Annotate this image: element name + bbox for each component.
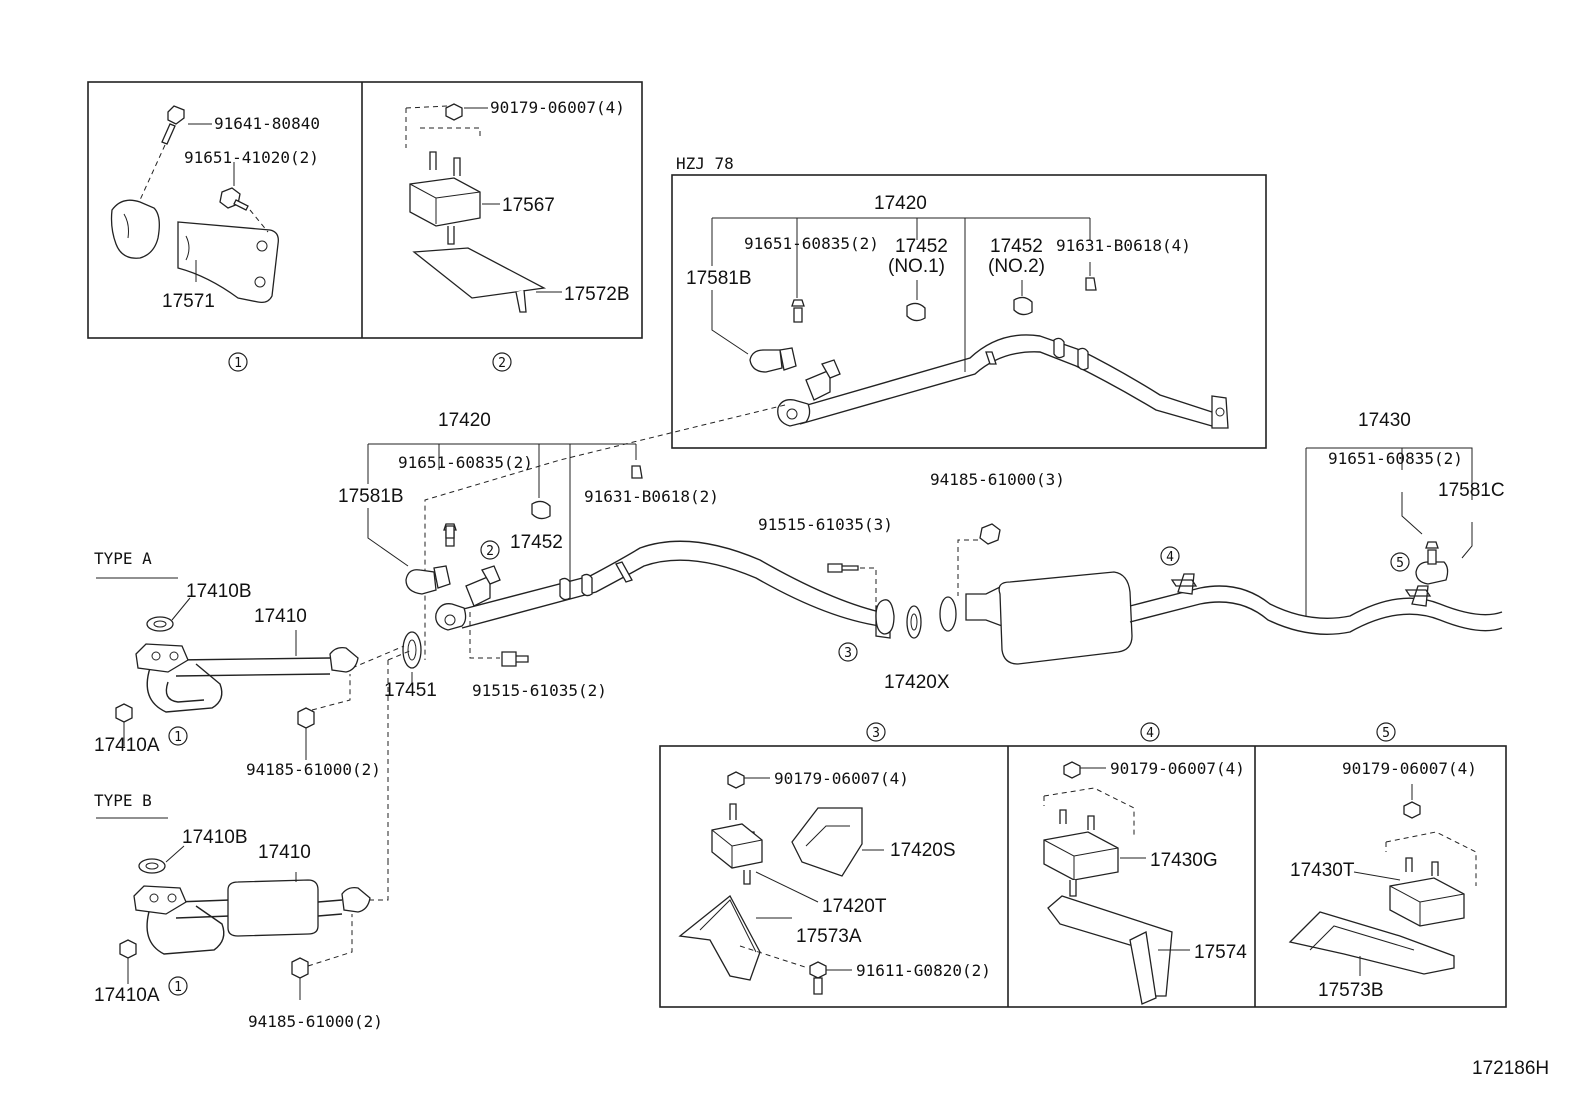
muffler-drawing (827, 447, 1503, 665)
label-91611-g0820: 91611-G0820(2) (856, 961, 991, 980)
label-17451: 17451 (384, 680, 437, 701)
callout-1-type-a: 1 (174, 730, 182, 745)
label-17452-main: 17452 (510, 532, 563, 553)
label-17420-hzj: 17420 (874, 193, 927, 214)
label-94185-61000-a: 94185-61000(2) (246, 760, 381, 779)
hzj-78-frame (671, 174, 1267, 449)
label-91515-61035-3: 91515-61035(3) (758, 515, 893, 534)
label-17573b: 17573B (1318, 980, 1384, 1001)
section-type-b: TYPE B (94, 791, 152, 810)
callout-3-main: 3 (844, 646, 852, 661)
label-17410a-b: 17410A (94, 985, 160, 1006)
label-91651-41020: 91651-41020(2) (184, 148, 319, 167)
label-91631-b0618-4: 91631-B0618(4) (1056, 236, 1191, 255)
callout-4-main: 4 (1166, 550, 1174, 565)
section-hzj-78: HZJ 78 (676, 154, 734, 173)
callout-circle-4-b: 4 (1140, 722, 1160, 742)
callout-2-main: 2 (486, 544, 494, 559)
detail-frame-1-2 (87, 81, 643, 339)
label-17410b-a: 17410B (186, 581, 252, 602)
label-90179-06007-d4: 90179-06007(4) (1110, 759, 1245, 778)
label-91651-60835-main: 91651-60835(2) (398, 453, 533, 472)
section-type-a: TYPE A (94, 549, 152, 568)
label-94185-61000-b: 94185-61000(2) (248, 1012, 383, 1031)
label-17581b-hzj: 17581B (686, 268, 752, 289)
bracket-17571-drawing (110, 105, 279, 304)
label-17573a: 17573A (796, 926, 862, 947)
label-90179-06007-d3: 90179-06007(4) (774, 769, 909, 788)
label-17430: 17430 (1358, 410, 1411, 431)
label-17410-a: 17410 (254, 606, 307, 627)
callout-circle-3-b: 3 (866, 722, 886, 742)
label-17420x: 17420X (884, 672, 950, 693)
label-17420s: 17420S (890, 840, 956, 861)
label-90179-06007-d5: 90179-06007(4) (1342, 759, 1477, 778)
callout-4-detail: 4 (1146, 726, 1154, 741)
gasket-17420x-drawing (906, 596, 957, 639)
callout-circle-1-a: 1 (228, 352, 248, 372)
callout-5-detail: 5 (1382, 726, 1390, 741)
label-17581c: 17581C (1438, 480, 1505, 501)
label-90179-06007-top: 90179-06007(4) (490, 98, 625, 117)
callout-2: 2 (498, 356, 506, 371)
label-17430g: 17430G (1150, 850, 1218, 871)
mount-17567-drawing (405, 103, 562, 313)
label-91641-80840: 91641-80840 (214, 114, 320, 133)
label-17571: 17571 (162, 291, 215, 312)
type-b-manifold-drawing (96, 817, 389, 1000)
label-91651-60835-hzj: 91651-60835(2) (744, 234, 879, 253)
label-17572b: 17572B (564, 284, 630, 305)
label-17452-no1: 17452 (895, 236, 948, 257)
callout-circle-5-b: 5 (1376, 722, 1396, 742)
mount-17430t-drawing (1288, 784, 1477, 976)
label-17420-main: 17420 (438, 410, 491, 431)
callout-circle-1-c: 1 (168, 976, 188, 996)
front-pipe-drawing (367, 443, 895, 667)
ring-17451-drawing (351, 631, 422, 684)
label-91651-60835-rear: 91651-60835(2) (1328, 449, 1463, 468)
callout-3-detail: 3 (872, 726, 880, 741)
callout-circle-4-a: 4 (1160, 546, 1180, 566)
label-17420t: 17420T (822, 896, 887, 917)
label-17410-b: 17410 (258, 842, 311, 863)
mount-17420t-drawing (678, 771, 884, 995)
label-17581b-main: 17581B (338, 486, 404, 507)
callout-1: 1 (234, 356, 242, 371)
label-no2: (NO.2) (988, 256, 1045, 277)
label-17452-no2: 17452 (990, 236, 1043, 257)
callout-circle-1-b: 1 (168, 726, 188, 746)
label-91631-b0618-2: 91631-B0618(2) (584, 487, 719, 506)
callout-5-main: 5 (1396, 556, 1404, 571)
label-94185-61000-3: 94185-61000(3) (930, 470, 1065, 489)
callout-circle-5-a: 5 (1390, 552, 1410, 572)
diagram-id: 172186H (1472, 1058, 1549, 1079)
callout-1-type-b: 1 (174, 980, 182, 995)
type-a-manifold-drawing (96, 577, 413, 860)
label-91515-61035-2: 91515-61035(2) (472, 681, 607, 700)
callout-circle-2-b: 2 (480, 540, 500, 560)
label-17574: 17574 (1194, 942, 1247, 963)
label-no1: (NO.1) (888, 256, 945, 277)
label-17430t: 17430T (1290, 860, 1355, 881)
mount-17430g-drawing (1043, 761, 1190, 1005)
label-17410b-b: 17410B (182, 827, 248, 848)
detail-frame-3-4-5 (659, 745, 1507, 1008)
callout-circle-3-a: 3 (838, 642, 858, 662)
label-17567: 17567 (502, 195, 555, 216)
label-17410a-a: 17410A (94, 735, 160, 756)
callout-circle-2-a: 2 (492, 352, 512, 372)
